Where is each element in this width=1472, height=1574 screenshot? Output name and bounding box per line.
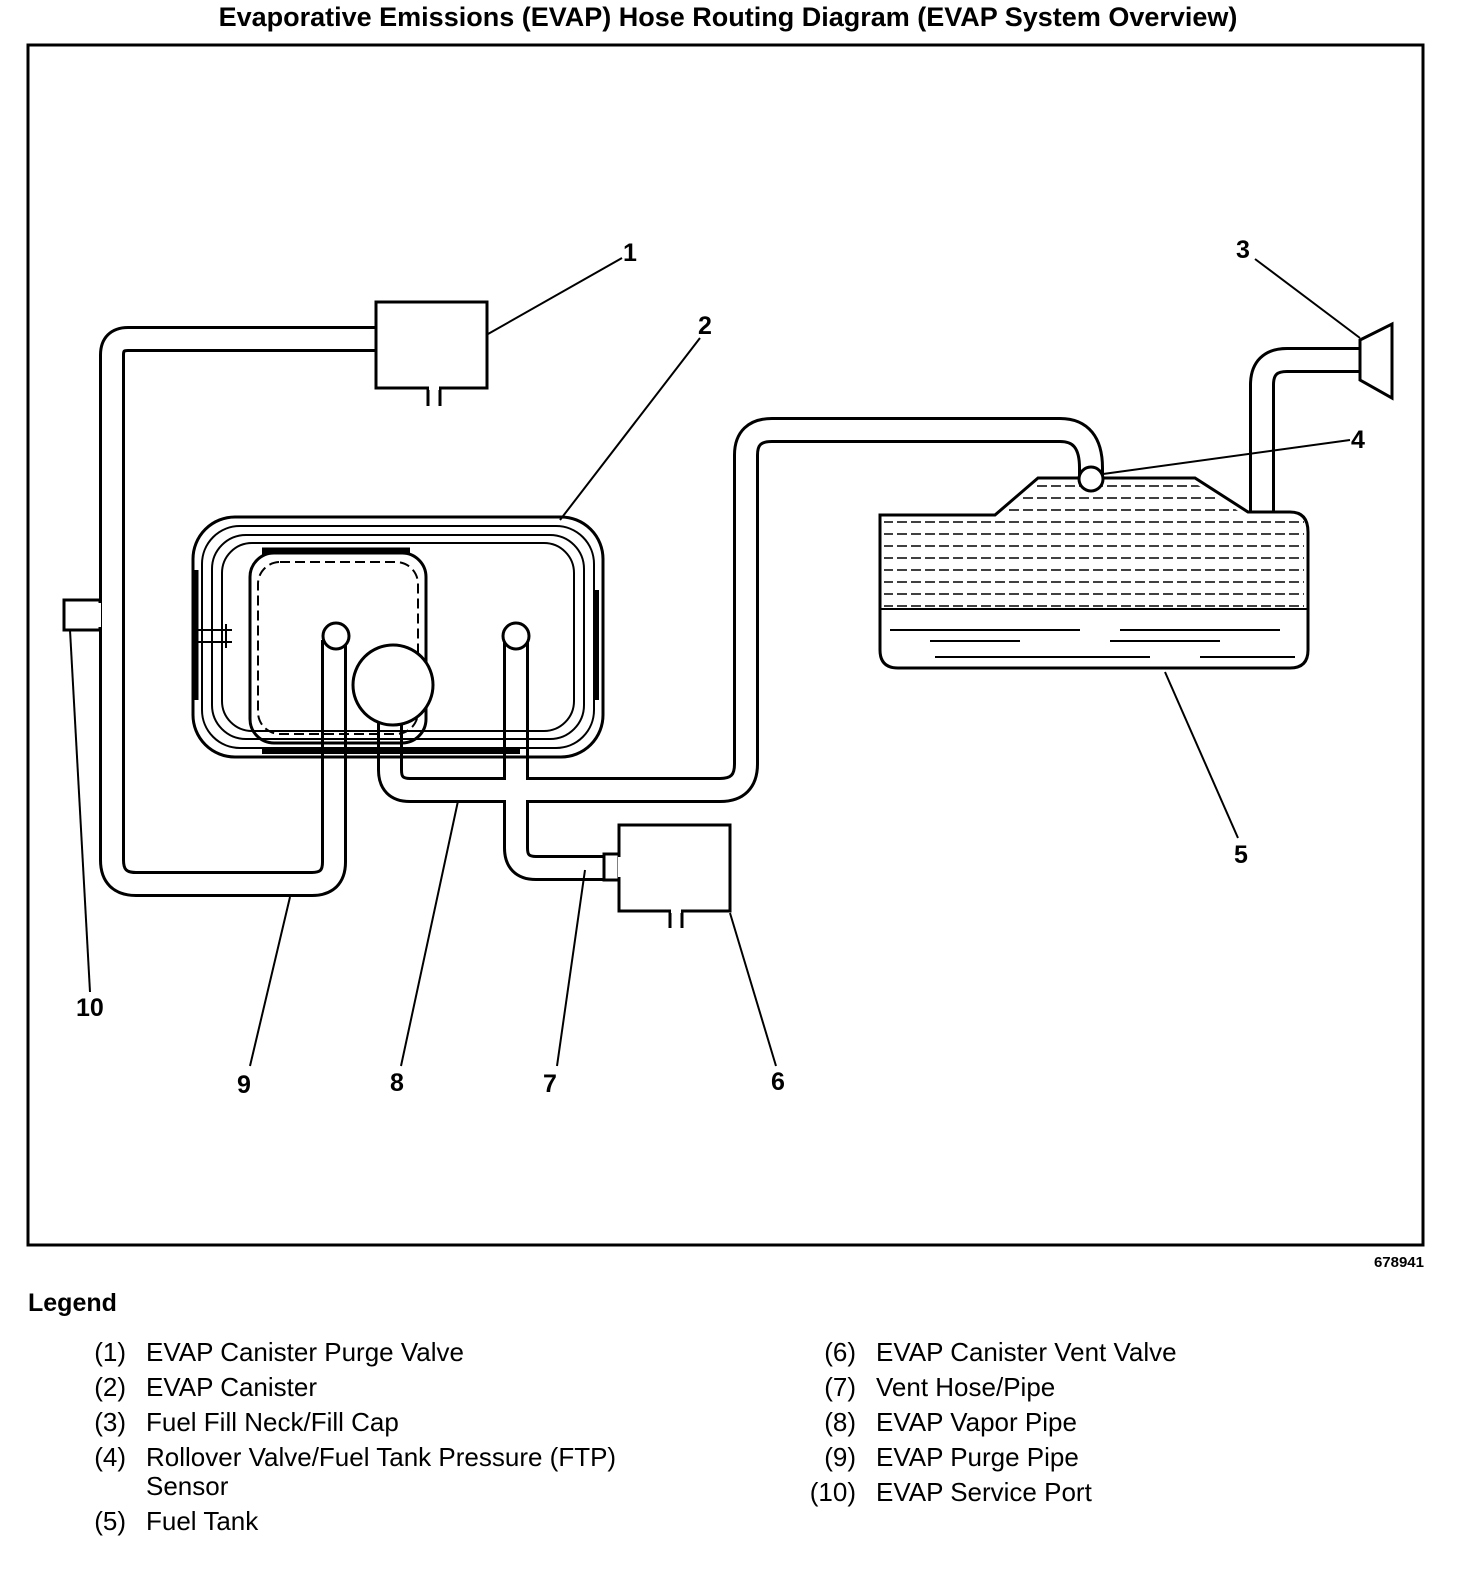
legend-number: (5) — [94, 1506, 126, 1536]
legend-text: Rollover Valve/Fuel Tank Pressure (FTP) … — [146, 1442, 617, 1501]
legend-number: (3) — [94, 1407, 126, 1437]
legend-item: (10) EVAP Service Port — [790, 1478, 1430, 1507]
legend-title: Legend — [28, 1289, 117, 1317]
legend-number: (7) — [824, 1372, 856, 1402]
legend-text: Vent Hose/Pipe — [876, 1372, 1056, 1402]
legend-number: (2) — [94, 1372, 126, 1402]
legend-item: (8) EVAP Vapor Pipe — [790, 1408, 1430, 1437]
callout-9: 9 — [237, 1071, 251, 1099]
hoses — [99, 326, 1366, 897]
evap-canister — [191, 515, 605, 759]
leader-lines — [69, 257, 1361, 1067]
canister-purge-port — [321, 621, 351, 651]
callout-8: 8 — [390, 1069, 404, 1097]
legend-number: (1) — [94, 1337, 126, 1367]
legend-text: EVAP Canister Purge Valve — [146, 1337, 464, 1367]
callout-4: 4 — [1351, 426, 1365, 454]
callout-2: 2 — [698, 312, 712, 340]
evap-hose-routing-diagram: 1 2 3 4 5 6 7 8 9 10 — [26, 43, 1425, 1247]
figure-id: 678941 — [1373, 1254, 1424, 1271]
legend-text: EVAP Canister Vent Valve — [876, 1337, 1177, 1367]
legend-item: (9) EVAP Purge Pipe — [790, 1443, 1430, 1472]
legend-right-column: (6) EVAP Canister Vent Valve (7) Vent Ho… — [790, 1338, 1430, 1513]
legend-item: (4) Rollover Valve/Fuel Tank Pressure (F… — [60, 1443, 700, 1501]
legend-item: (2) EVAP Canister — [60, 1373, 700, 1402]
evap-canister-purge-valve — [374, 300, 489, 406]
callout-3: 3 — [1236, 236, 1250, 264]
legend-number: (4) — [94, 1442, 126, 1472]
legend-item: (5) Fuel Tank — [60, 1507, 700, 1536]
legend-item: (1) EVAP Canister Purge Valve — [60, 1338, 700, 1367]
rollover-valve-ftp-sensor — [1077, 465, 1105, 493]
diagram-title: Evaporative Emissions (EVAP) Hose Routin… — [218, 2, 1238, 32]
legend-left-column: (1) EVAP Canister Purge Valve (2) EVAP C… — [60, 1338, 700, 1542]
legend-number: (9) — [824, 1442, 856, 1472]
legend-text: EVAP Canister — [146, 1372, 318, 1402]
legend-text: Fuel Fill Neck/Fill Cap — [146, 1407, 399, 1437]
legend-item: (3) Fuel Fill Neck/Fill Cap — [60, 1408, 700, 1437]
evap-service-port — [62, 598, 102, 632]
legend-text: Fuel Tank — [146, 1506, 259, 1536]
canister-vapor-port — [351, 643, 435, 727]
fuel-fill-cap — [1358, 321, 1394, 401]
callout-7: 7 — [543, 1070, 557, 1098]
legend-item: (7) Vent Hose/Pipe — [790, 1373, 1430, 1402]
fuel-tank — [878, 476, 1310, 670]
callout-10: 10 — [76, 994, 104, 1022]
callout-5: 5 — [1234, 841, 1248, 869]
vent-hose-outline — [503, 640, 604, 881]
diagram-frame — [26, 43, 1425, 1247]
legend-item: (6) EVAP Canister Vent Valve — [790, 1338, 1430, 1367]
callout-numbers: 1 2 3 4 5 6 7 8 9 10 — [76, 236, 1365, 1099]
canister-vent-port — [501, 621, 531, 651]
callout-6: 6 — [771, 1068, 785, 1096]
callout-1: 1 — [623, 239, 637, 267]
legend-number: (8) — [824, 1407, 856, 1437]
evap-canister-vent-valve — [602, 823, 732, 928]
legend-number: (10) — [809, 1477, 856, 1507]
legend-text: EVAP Purge Pipe — [876, 1442, 1079, 1472]
legend-text: EVAP Service Port — [876, 1477, 1092, 1507]
legend-text: EVAP Vapor Pipe — [876, 1407, 1077, 1437]
legend-number: (6) — [824, 1337, 856, 1367]
